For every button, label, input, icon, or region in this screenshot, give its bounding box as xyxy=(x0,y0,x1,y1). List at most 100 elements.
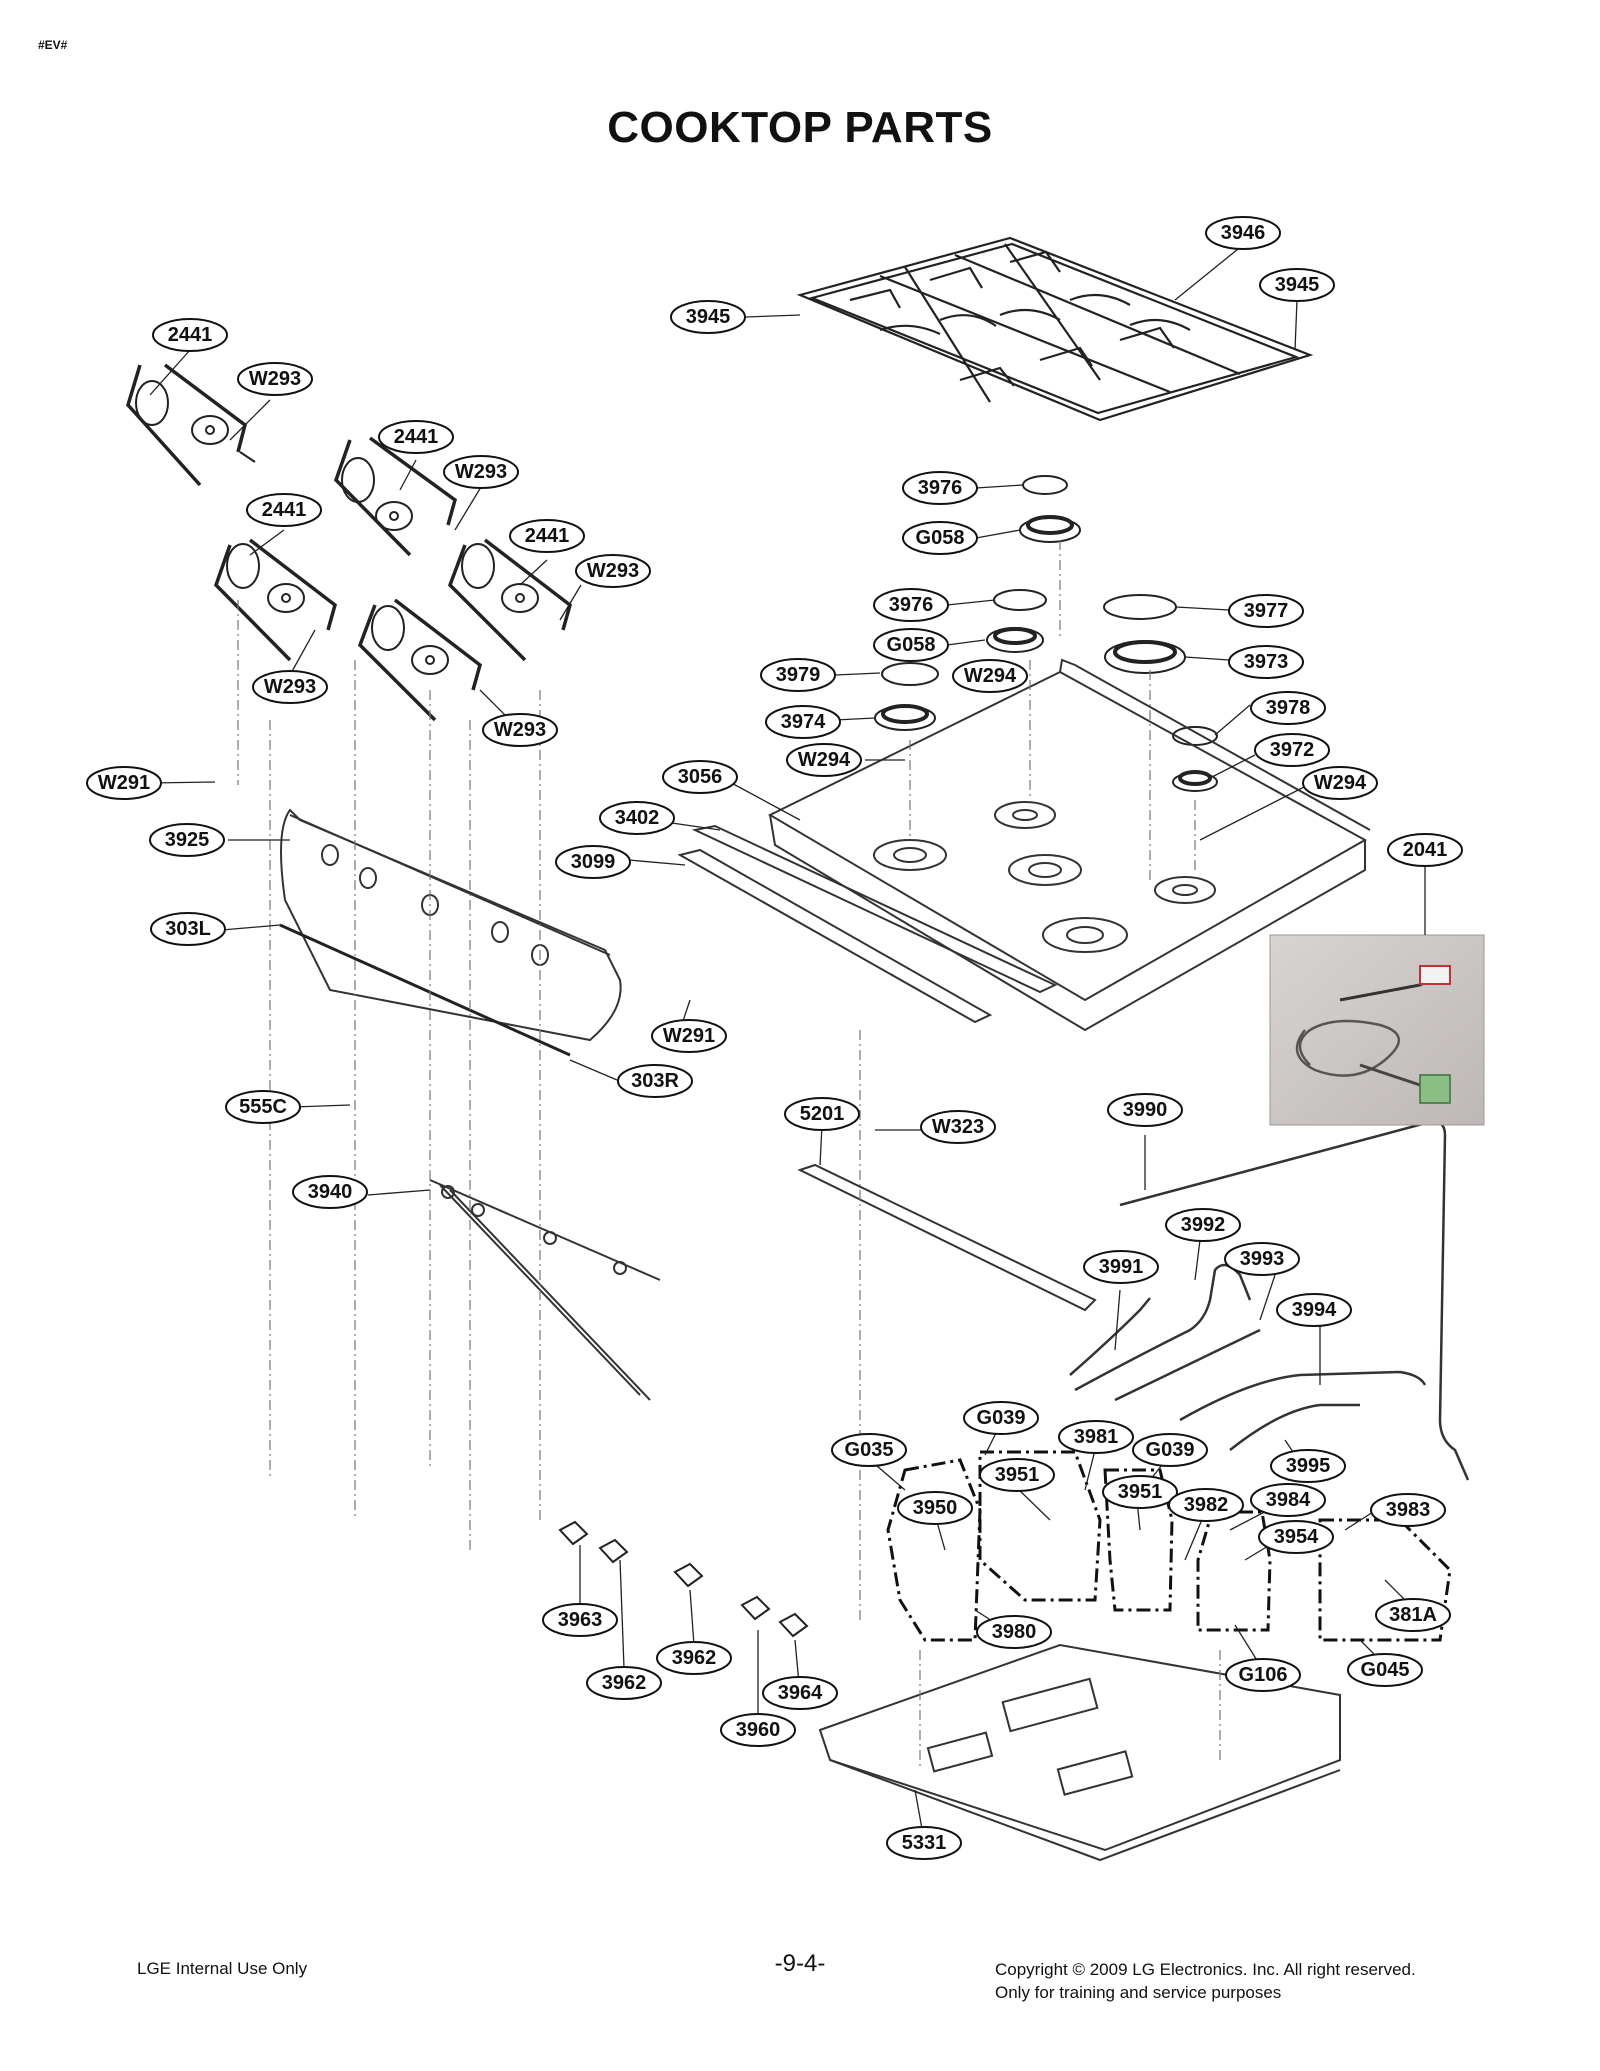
svg-text:3962: 3962 xyxy=(602,1672,647,1694)
callout-w291-b: W291 xyxy=(651,1019,727,1053)
knob-group-5 xyxy=(357,598,483,722)
knob-group-1 xyxy=(126,363,256,487)
callout-g035: G035 xyxy=(831,1433,907,1467)
callout-3991: 3991 xyxy=(1083,1250,1159,1284)
svg-text:W294: W294 xyxy=(964,665,1017,687)
callout-3995: 3995 xyxy=(1270,1449,1346,1483)
svg-text:3976: 3976 xyxy=(918,477,963,499)
callout-3973: 3973 xyxy=(1228,645,1304,679)
callout-w293-a: W293 xyxy=(237,362,313,396)
callout-3972: 3972 xyxy=(1254,733,1330,767)
service-note: Only for training and service purposes xyxy=(995,1983,1282,2002)
document-tag: #EV# xyxy=(38,38,68,52)
burner-box-plate xyxy=(818,1643,1341,1862)
svg-text:3984: 3984 xyxy=(1266,1489,1311,1511)
svg-text:3946: 3946 xyxy=(1221,222,1266,244)
callout-3945-right: 3945 xyxy=(1259,268,1335,302)
callout-3976-a: 3976 xyxy=(902,471,978,505)
callout-3990: 3990 xyxy=(1107,1093,1183,1127)
svg-text:3983: 3983 xyxy=(1386,1499,1431,1521)
callout-3962-b: 3962 xyxy=(586,1666,662,1700)
svg-text:3402: 3402 xyxy=(615,807,660,829)
callout-w294-c: W294 xyxy=(1302,766,1378,800)
callout-2041: 2041 xyxy=(1387,833,1463,867)
svg-text:555C: 555C xyxy=(239,1096,287,1118)
svg-text:3974: 3974 xyxy=(781,711,826,733)
callout-2441-c: 2441 xyxy=(246,493,322,527)
callout-5331: 5331 xyxy=(886,1826,962,1860)
knob-group-4 xyxy=(447,538,573,662)
svg-text:G058: G058 xyxy=(887,634,936,656)
callout-w294-a: W294 xyxy=(952,659,1028,693)
callout-g058-b: G058 xyxy=(873,628,949,662)
callout-3992: 3992 xyxy=(1165,1208,1241,1242)
svg-text:G058: G058 xyxy=(916,527,965,549)
callout-3925: 3925 xyxy=(149,823,225,857)
svg-text:3954: 3954 xyxy=(1274,1526,1319,1548)
callout-w294-b: W294 xyxy=(786,743,862,777)
callout-3978: 3978 xyxy=(1250,691,1326,725)
svg-text:W293: W293 xyxy=(455,461,507,483)
callout-3946: 3946 xyxy=(1205,216,1281,250)
svg-text:W291: W291 xyxy=(98,772,150,794)
callout-3945-left: 3945 xyxy=(670,300,746,334)
assembly-guides xyxy=(237,540,1221,1770)
knob-group-3 xyxy=(213,538,338,662)
gas-pipes xyxy=(1069,1120,1470,1481)
callout-labels: 3946 3945 3945 2441 W293 2441 W293 2441 … xyxy=(86,216,1463,1860)
callout-g058-a: G058 xyxy=(902,521,978,555)
svg-text:3992: 3992 xyxy=(1181,1214,1226,1236)
callout-3963: 3963 xyxy=(542,1603,618,1637)
side-rails xyxy=(677,824,1058,1024)
callout-3976-b: 3976 xyxy=(873,588,949,622)
svg-text:W291: W291 xyxy=(663,1025,715,1047)
svg-text:G106: G106 xyxy=(1239,1664,1288,1686)
callout-3977: 3977 xyxy=(1228,594,1304,628)
svg-text:3951: 3951 xyxy=(1118,1481,1163,1503)
svg-text:3925: 3925 xyxy=(165,829,210,851)
callout-w293-b: W293 xyxy=(443,455,519,489)
callout-3056: 3056 xyxy=(662,760,738,794)
control-panel xyxy=(280,808,622,1042)
svg-text:3951: 3951 xyxy=(995,1464,1040,1486)
burner-assemblies xyxy=(886,1450,1452,1642)
svg-text:3963: 3963 xyxy=(558,1609,603,1631)
svg-text:W294: W294 xyxy=(798,749,851,771)
callout-g039-a: G039 xyxy=(963,1401,1039,1435)
burner-bracket xyxy=(797,1163,1097,1312)
svg-text:5331: 5331 xyxy=(902,1832,947,1854)
callout-3993: 3993 xyxy=(1224,1242,1300,1276)
svg-text:W294: W294 xyxy=(1314,772,1367,794)
footer-copyright-block: Copyright © 2009 LG Electronics. Inc. Al… xyxy=(995,1958,1416,2004)
svg-text:3099: 3099 xyxy=(571,851,616,873)
svg-text:2441: 2441 xyxy=(394,426,439,448)
callout-2441-b: 2441 xyxy=(378,420,454,454)
svg-text:3977: 3977 xyxy=(1244,600,1289,622)
svg-text:3973: 3973 xyxy=(1244,651,1289,673)
callout-w293-e: W293 xyxy=(482,713,558,747)
page-number: -9-4- xyxy=(774,1950,826,1977)
callout-3951-b: 3951 xyxy=(1102,1475,1178,1509)
cooktop-tray xyxy=(767,658,1371,1032)
svg-text:3056: 3056 xyxy=(678,766,723,788)
svg-text:3945: 3945 xyxy=(686,306,731,328)
page-title: COOKTOP PARTS xyxy=(607,103,993,152)
callout-g045: G045 xyxy=(1347,1653,1423,1687)
callout-3950: 3950 xyxy=(897,1491,973,1525)
svg-text:3950: 3950 xyxy=(913,1497,958,1519)
callout-381a: 381A xyxy=(1375,1598,1451,1632)
burner-caps xyxy=(874,475,1218,792)
trim-strip xyxy=(279,923,571,1057)
svg-text:3964: 3964 xyxy=(778,1682,823,1704)
knob-group-2 xyxy=(333,436,458,557)
svg-text:G045: G045 xyxy=(1361,1659,1410,1681)
svg-text:G039: G039 xyxy=(1146,1439,1195,1461)
callout-3980: 3980 xyxy=(976,1615,1052,1649)
svg-text:G035: G035 xyxy=(845,1439,894,1461)
igniter-wires xyxy=(429,1179,661,1401)
svg-text:3982: 3982 xyxy=(1184,1494,1229,1516)
svg-text:W293: W293 xyxy=(494,719,546,741)
callout-3960: 3960 xyxy=(720,1713,796,1747)
svg-text:3978: 3978 xyxy=(1266,697,1311,719)
